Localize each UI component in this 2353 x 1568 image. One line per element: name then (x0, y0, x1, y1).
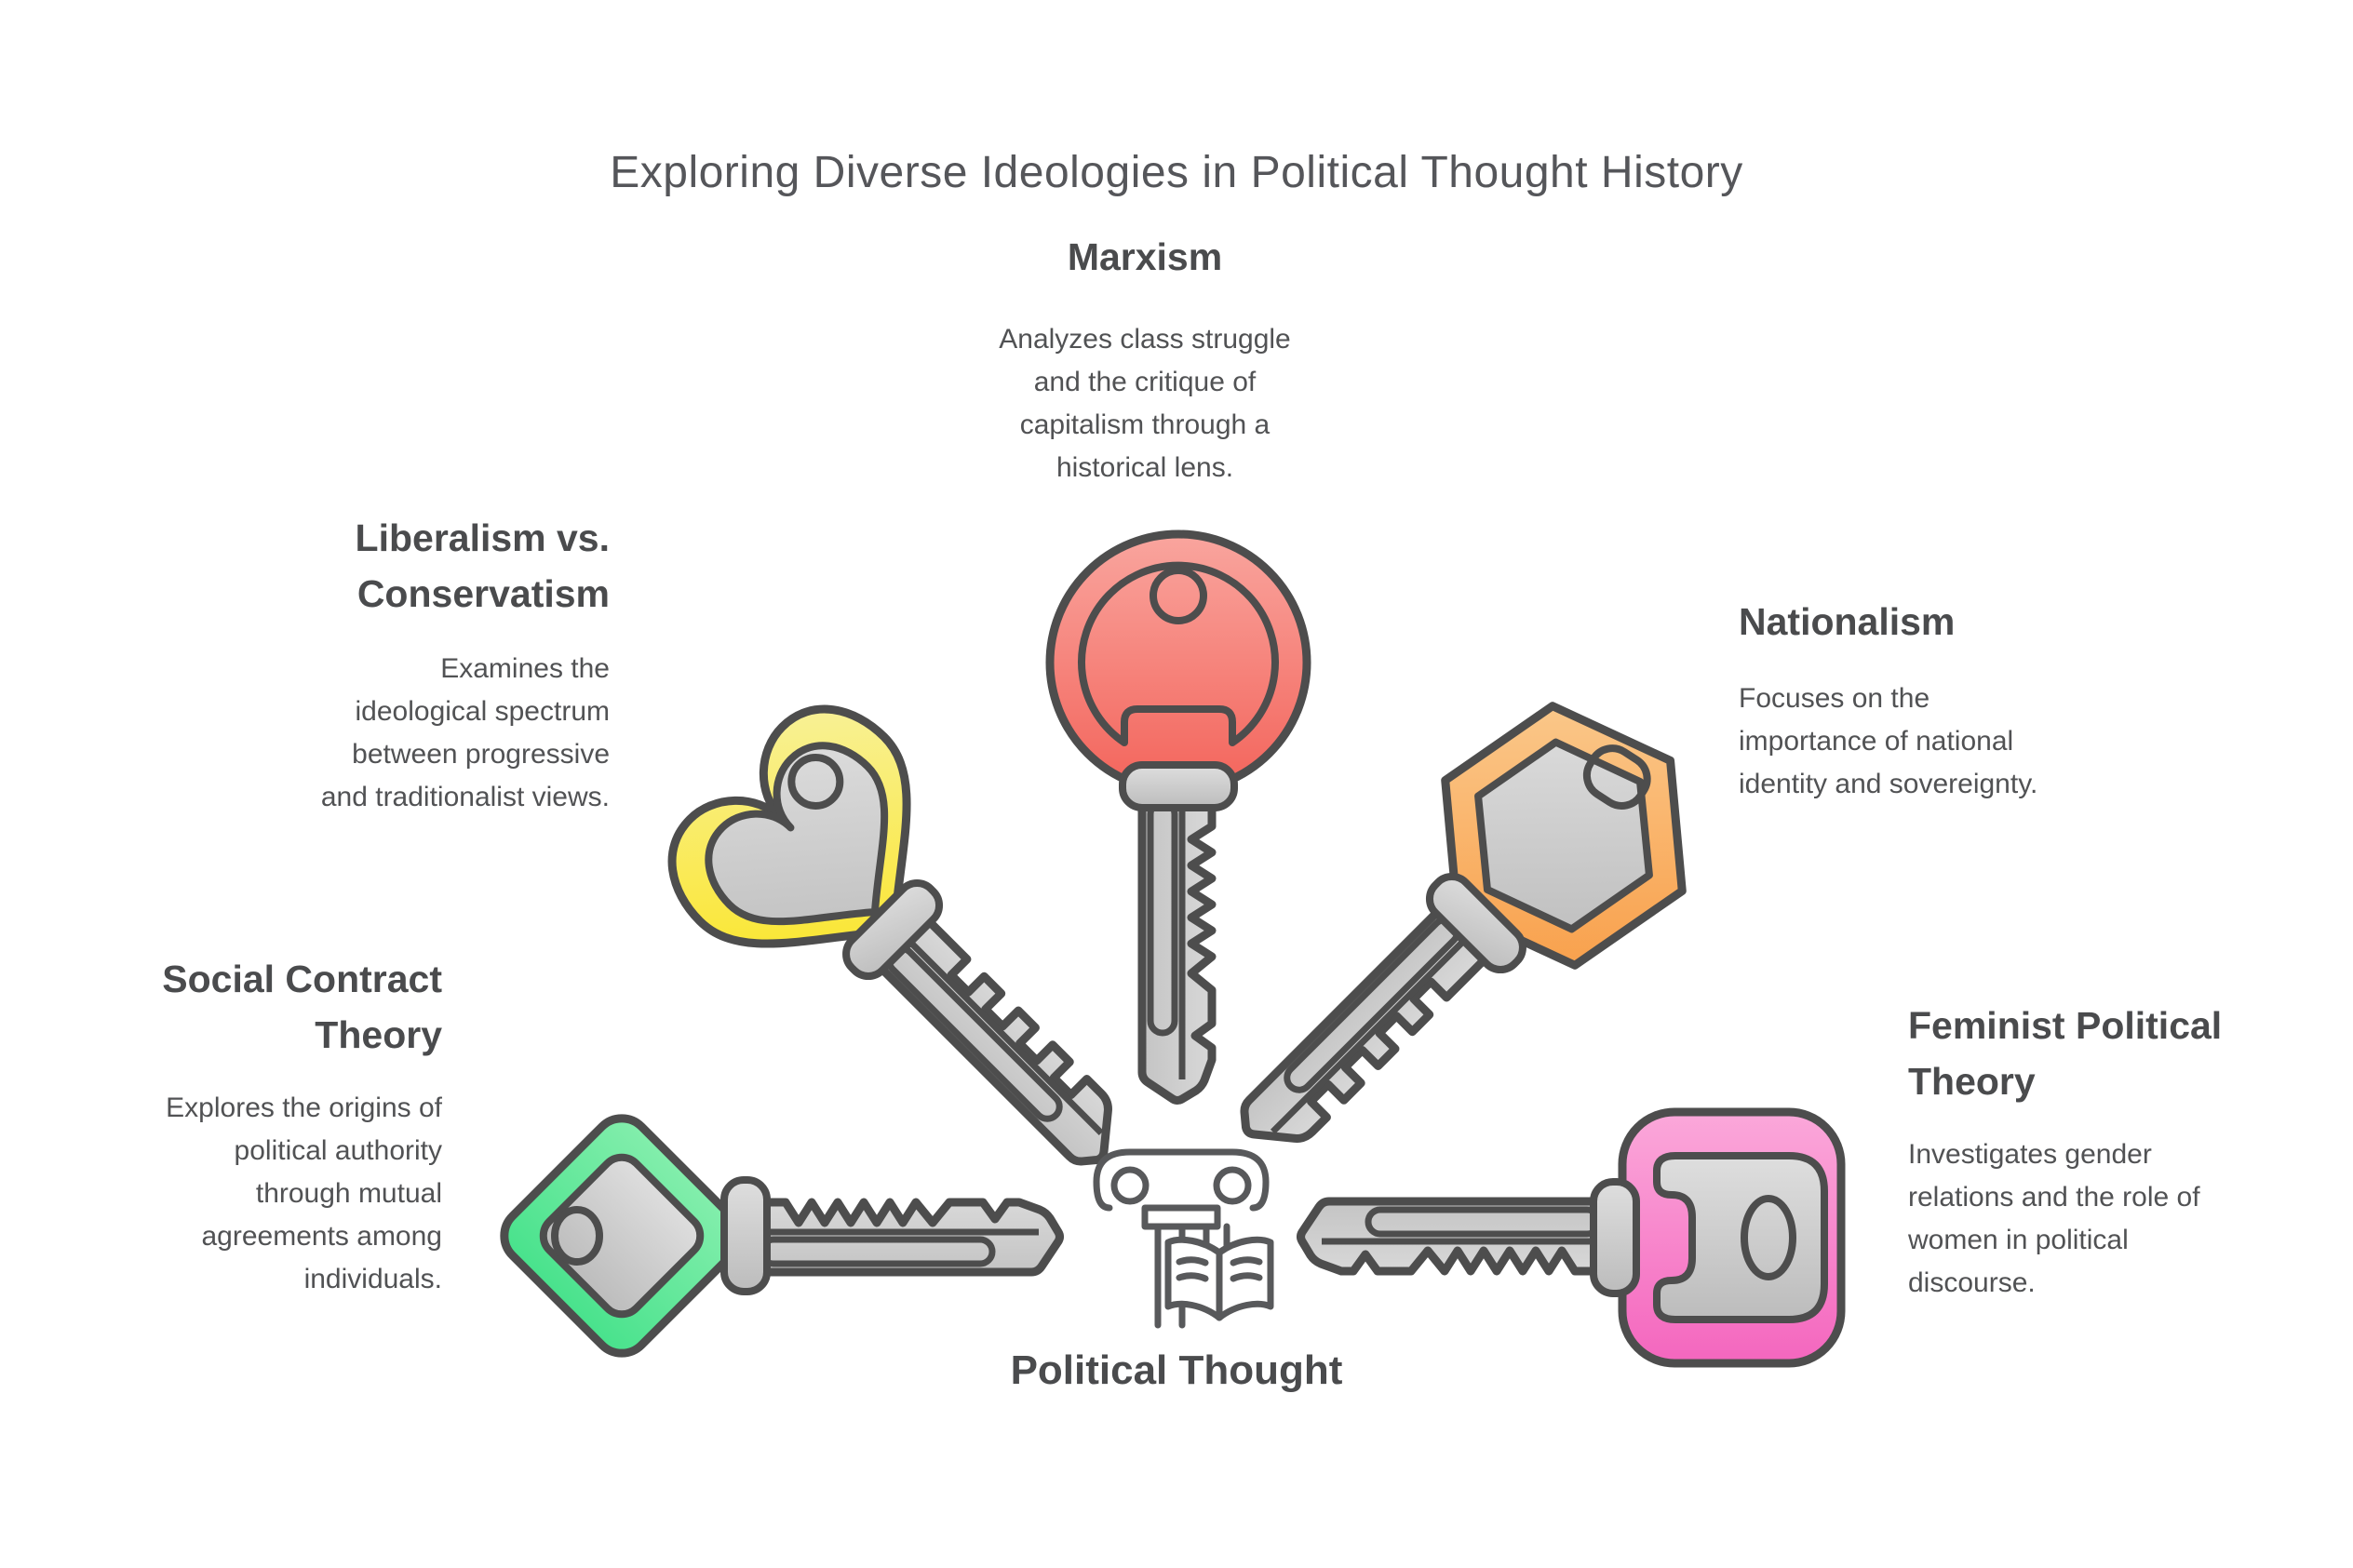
description-line: between progressive (352, 739, 610, 770)
topic-social-heading: Social Contract Theory (162, 958, 442, 1056)
marxism-key-icon (1045, 529, 1311, 1105)
description-line: relations and the role of (1908, 1182, 2200, 1213)
description-line: Focuses on the (1739, 683, 1930, 714)
open-book-icon (1164, 1236, 1274, 1321)
description-line: capitalism through a (1019, 409, 1271, 440)
topic-social-description: Explores the origins of political author… (33, 1087, 442, 1301)
topic-feminist-description: Investigates gender relations and the ro… (1908, 1133, 2318, 1305)
topic-liberalism-description: Examines the ideological spectrum betwee… (88, 648, 610, 819)
nationalism-key-icon (1240, 702, 1687, 1143)
description-line: historical lens. (1055, 452, 1234, 483)
description-line: ideological spectrum (355, 696, 610, 727)
topic-marxism-description: Analyzes class struggle and the critique… (912, 318, 1378, 489)
feminist-key-icon (1297, 1107, 1846, 1368)
page-title: Exploring Diverse Ideologies in Politica… (610, 148, 1743, 198)
topic-feminist-heading: Feminist Political Theory (1908, 1004, 2223, 1103)
description-line: identity and sovereignty. (1739, 769, 2038, 799)
column-and-book-icon (1093, 1148, 1274, 1329)
description-line: and traditionalist views. (320, 782, 610, 812)
topic-liberalism-conservatism: Liberalism vs. Conservatism Examines the… (88, 510, 610, 819)
description-line: political authority (234, 1135, 442, 1166)
description-line: through mutual (255, 1178, 442, 1209)
center-label: Political Thought (1010, 1347, 1343, 1393)
topic-feminist: Feminist Political Theory Investigates g… (1908, 998, 2318, 1305)
description-line: agreements among (201, 1221, 443, 1252)
description-line: Investigates gender (1908, 1139, 2152, 1170)
description-line: women in political (1908, 1225, 2129, 1255)
description-line: Examines the (440, 653, 610, 684)
topic-nationalism-heading: Nationalism (1739, 600, 1956, 643)
description-line: discourse. (1908, 1267, 2036, 1298)
description-line: Explores the origins of (166, 1092, 442, 1123)
topic-liberalism-heading: Liberalism vs. Conservatism (355, 516, 610, 615)
description-line: importance of national (1739, 726, 2014, 757)
topic-social-contract: Social Contract Theory Explores the orig… (33, 951, 442, 1301)
description-line: and the critique of (1033, 367, 1257, 397)
topic-nationalism-description: Focuses on the importance of national id… (1739, 677, 2185, 806)
topic-marxism: Marxism Analyzes class struggle and the … (912, 229, 1378, 489)
description-line: Analyzes class struggle (999, 324, 1291, 355)
description-line: individuals. (303, 1264, 442, 1294)
topic-marxism-heading: Marxism (1067, 235, 1223, 278)
topic-nationalism: Nationalism Focuses on the importance of… (1739, 594, 2185, 806)
liberalism-key-icon (667, 704, 1112, 1166)
social-contract-key-icon (500, 1114, 1064, 1358)
